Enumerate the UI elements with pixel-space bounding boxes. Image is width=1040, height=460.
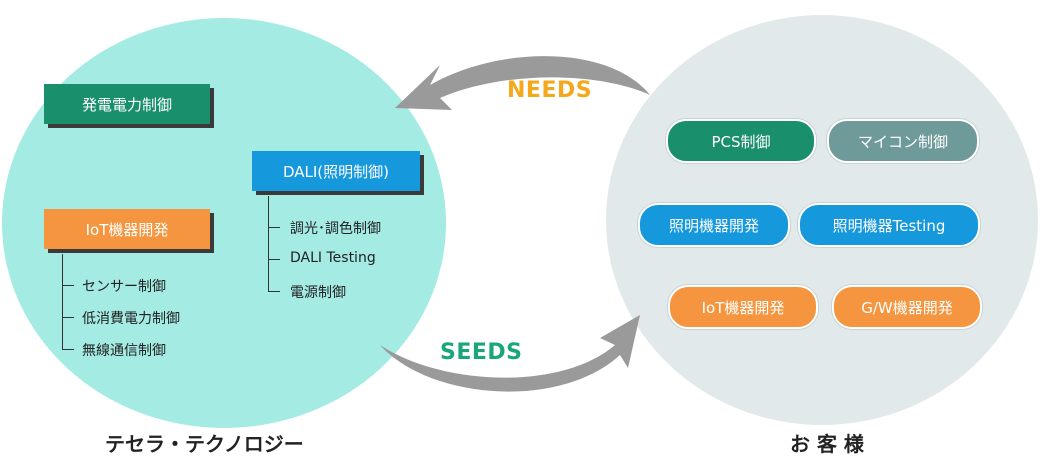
dali-tree-line (268, 196, 269, 292)
pill-label: マイコン制御 (857, 132, 948, 151)
seeds-label: SEEDS (440, 340, 523, 365)
dali-label: DALI(照明制御) (282, 162, 390, 181)
power-control-box: 発電電力制御 (44, 84, 210, 124)
iot-item: 低消費電力制御 (82, 311, 180, 327)
microcontroller-control-pill: マイコン制御 (827, 119, 979, 163)
pill-label: G/W機器開発 (861, 298, 953, 317)
iot-item: センサー制御 (82, 279, 166, 295)
iot-tree-line (62, 254, 63, 350)
seeds-arrow (380, 315, 640, 392)
iot-box: IoT機器開発 (44, 209, 210, 249)
pill-label: 照明機器Testing (832, 216, 946, 235)
dali-tree-branch (268, 259, 280, 260)
pill-label: PCS制御 (711, 132, 771, 151)
iot-item: 無線通信制御 (82, 343, 166, 359)
iot-tree-branch (62, 317, 74, 318)
dali-tree-branch (268, 227, 280, 228)
dali-box: DALI(照明制御) (252, 151, 420, 191)
dali-item: 電源制御 (290, 285, 346, 301)
iot-tree-branch (62, 349, 74, 350)
lighting-device-dev-pill: 照明機器開発 (638, 203, 790, 247)
needs-label: NEEDS (507, 78, 593, 103)
gw-device-dev-pill: G/W機器開発 (832, 285, 982, 329)
lighting-device-testing-pill: 照明機器Testing (798, 203, 980, 247)
iot-device-dev-pill: IoT機器開発 (668, 285, 818, 329)
dali-tree-branch (268, 291, 280, 292)
iot-label: IoT機器開発 (85, 220, 169, 239)
needs-arrow (395, 56, 650, 110)
customer-caption: お 客 様 (790, 432, 864, 456)
power-control-label: 発電電力制御 (81, 95, 172, 114)
pcs-control-pill: PCS制御 (666, 119, 816, 163)
dali-item: 調光･調色制御 (290, 221, 381, 237)
iot-tree-branch (62, 285, 74, 286)
pill-label: IoT機器開発 (701, 298, 785, 317)
company-caption: テセラ・テクノロジー (105, 432, 304, 456)
pill-label: 照明機器開発 (668, 216, 759, 235)
dali-item: DALI Testing (290, 250, 376, 266)
